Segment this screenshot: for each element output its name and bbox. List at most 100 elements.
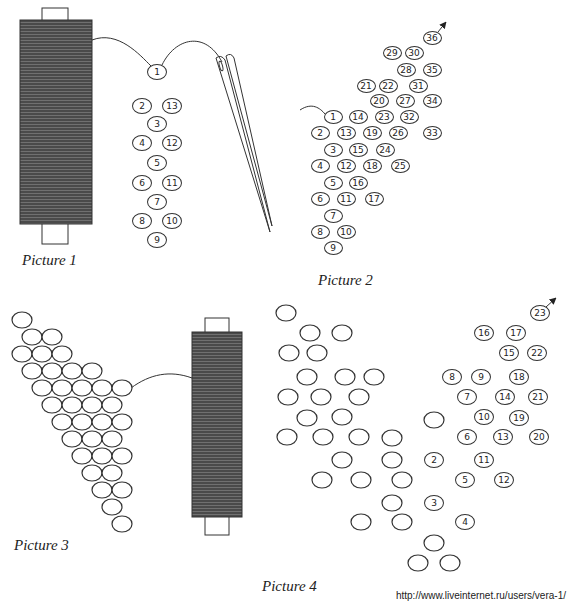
bead-number: 36 bbox=[426, 34, 437, 43]
bead-number: 19 bbox=[513, 414, 524, 423]
bead-number: 33 bbox=[426, 129, 437, 138]
picture-caption: Picture 3 bbox=[14, 537, 69, 554]
bead-number: 16 bbox=[478, 329, 489, 338]
bead bbox=[382, 495, 402, 511]
numbered-bead: 22 bbox=[527, 345, 547, 361]
numbered-bead: 11 bbox=[474, 452, 494, 468]
numbered-bead: 9 bbox=[324, 241, 343, 255]
numbered-bead: 22 bbox=[379, 79, 398, 93]
numbered-bead: 15 bbox=[499, 345, 519, 361]
bead-number: 12 bbox=[166, 139, 177, 148]
bead bbox=[335, 369, 355, 385]
numbered-bead: 24 bbox=[376, 143, 395, 157]
bead-number: 30 bbox=[408, 49, 419, 58]
bead bbox=[307, 345, 327, 361]
bead-number: 4 bbox=[139, 139, 145, 148]
bead-number: 5 bbox=[154, 159, 160, 168]
numbered-bead: 25 bbox=[391, 159, 410, 173]
bead bbox=[42, 397, 62, 413]
bead bbox=[62, 431, 82, 447]
bead-number: 12 bbox=[340, 162, 351, 171]
bead bbox=[42, 363, 62, 379]
picture-caption: Picture 2 bbox=[318, 272, 373, 289]
numbered-bead: 20 bbox=[529, 429, 549, 445]
bead-number: 15 bbox=[352, 146, 363, 155]
bead bbox=[72, 380, 92, 396]
numbered-bead: 4 bbox=[455, 514, 475, 530]
bead-number: 3 bbox=[154, 120, 160, 129]
bead bbox=[349, 429, 369, 445]
plain-beads bbox=[12, 305, 460, 571]
numbered-bead: 13 bbox=[162, 98, 182, 114]
bead bbox=[279, 345, 299, 361]
bead bbox=[277, 429, 297, 445]
numbered-bead: 14 bbox=[349, 110, 368, 124]
bead bbox=[351, 514, 371, 530]
numbered-bead: 10 bbox=[474, 409, 494, 425]
bead-number: 14 bbox=[352, 113, 363, 122]
numbered-bead: 18 bbox=[363, 159, 382, 173]
bead bbox=[440, 555, 460, 571]
bead bbox=[382, 430, 402, 446]
bead bbox=[276, 305, 296, 321]
bead-number: 22 bbox=[531, 349, 542, 358]
picture-caption: Picture 1 bbox=[22, 252, 77, 269]
numbered-bead: 2 bbox=[132, 98, 152, 114]
bead-number: 17 bbox=[368, 195, 379, 204]
bead-number: 32 bbox=[403, 113, 414, 122]
bead bbox=[52, 346, 72, 362]
numbered-bead: 36 bbox=[423, 31, 442, 45]
bead-number: 28 bbox=[400, 66, 411, 75]
bead-number: 6 bbox=[139, 179, 145, 188]
bead-number: 3 bbox=[330, 146, 336, 155]
bead-number: 1 bbox=[154, 68, 160, 77]
bead-number: 11 bbox=[340, 195, 351, 204]
bead bbox=[12, 346, 32, 362]
numbered-bead: 1 bbox=[147, 64, 167, 80]
thread-spool bbox=[192, 318, 242, 535]
bead bbox=[311, 389, 331, 405]
bead-number: 13 bbox=[166, 102, 177, 111]
numbered-bead: 10 bbox=[337, 225, 356, 239]
bead bbox=[349, 389, 369, 405]
numbered-bead: 21 bbox=[357, 79, 376, 93]
bead-number: 24 bbox=[379, 146, 390, 155]
bead bbox=[82, 363, 102, 379]
bead-number: 27 bbox=[399, 97, 410, 106]
bead-number: 23 bbox=[378, 113, 389, 122]
bead-number: 10 bbox=[340, 228, 351, 237]
numbered-bead: 7 bbox=[324, 209, 343, 223]
bead-number: 5 bbox=[462, 476, 468, 485]
bead-number: 35 bbox=[426, 66, 437, 75]
numbered-bead: 5 bbox=[324, 176, 343, 190]
numbered-bead: 13 bbox=[337, 126, 356, 140]
numbered-bead: 3 bbox=[324, 143, 343, 157]
bead bbox=[92, 482, 112, 498]
numbered-bead: 4 bbox=[132, 135, 152, 151]
bead bbox=[92, 414, 112, 430]
bead bbox=[32, 380, 52, 396]
bead-number: 12 bbox=[498, 476, 509, 485]
numbered-bead: 3 bbox=[424, 495, 444, 511]
bead bbox=[102, 397, 122, 413]
bead bbox=[332, 325, 352, 341]
numbered-bead: 6 bbox=[457, 429, 477, 445]
numbered-bead: 19 bbox=[509, 410, 529, 426]
bead bbox=[62, 363, 82, 379]
bead-number: 2 bbox=[139, 102, 145, 111]
bead-number: 7 bbox=[154, 198, 160, 207]
bead bbox=[297, 410, 317, 426]
numbered-bead: 4 bbox=[311, 159, 330, 173]
numbered-bead: 9 bbox=[471, 369, 491, 385]
bead bbox=[351, 472, 371, 488]
bead bbox=[332, 452, 352, 468]
bead bbox=[382, 452, 402, 468]
numbered-bead: 17 bbox=[506, 325, 526, 341]
bead bbox=[22, 363, 42, 379]
numbered-bead: 20 bbox=[370, 94, 389, 108]
bead bbox=[102, 465, 122, 481]
bead bbox=[92, 448, 112, 464]
numbered-bead: 32 bbox=[400, 110, 419, 124]
numbered-bead: 2 bbox=[311, 126, 330, 140]
numbered-bead: 26 bbox=[389, 126, 408, 140]
